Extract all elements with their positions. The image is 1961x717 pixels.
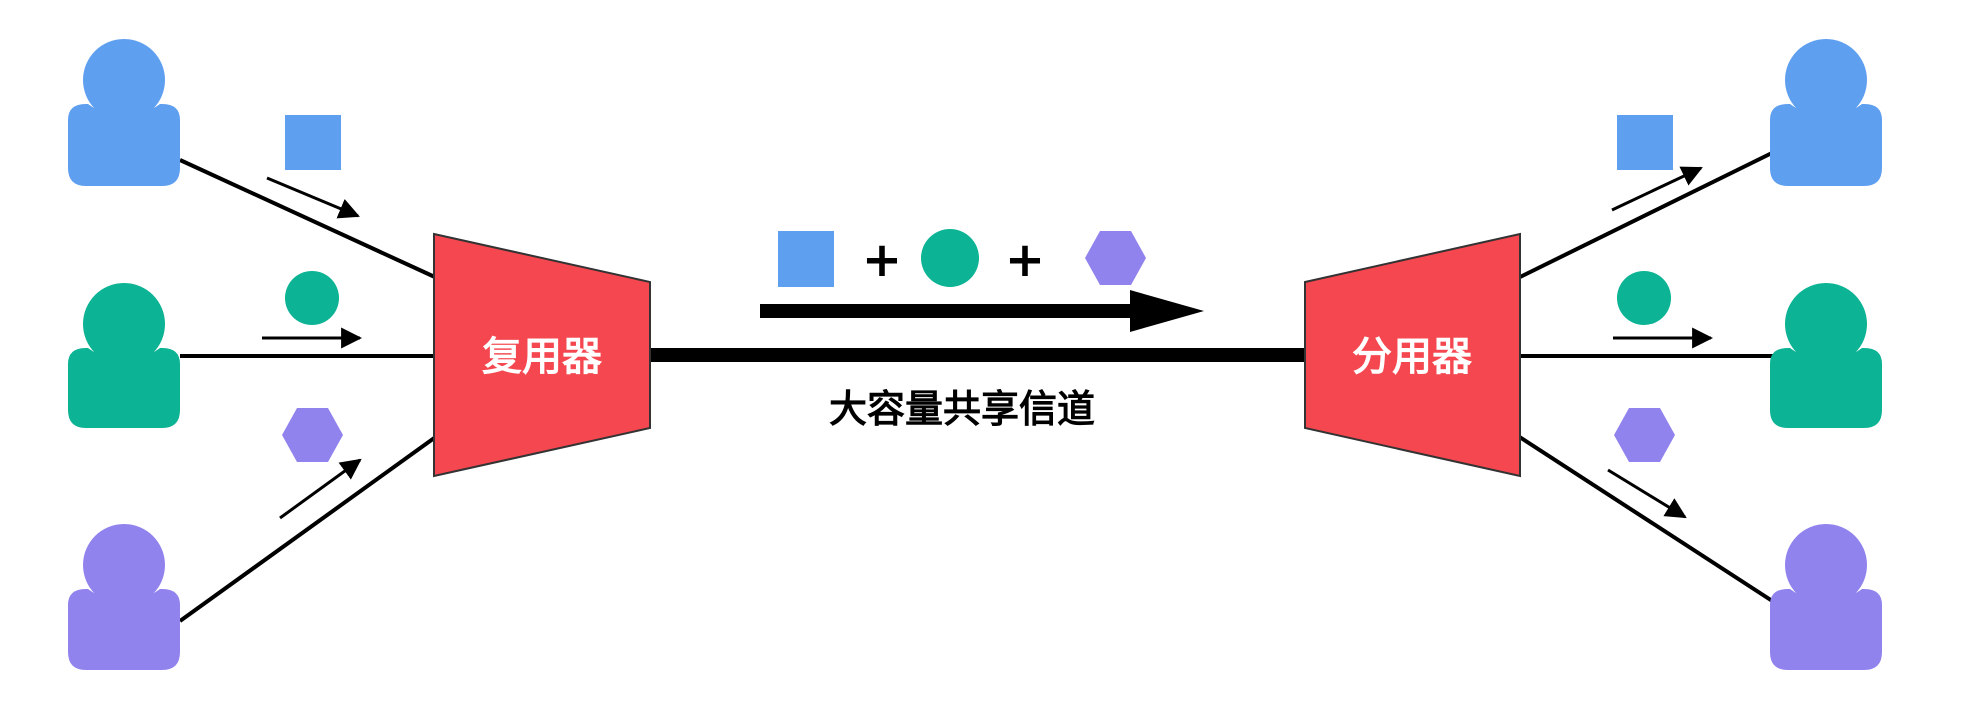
user-icon bbox=[68, 283, 180, 428]
big-arrow-shaft bbox=[760, 304, 1145, 318]
user-icon bbox=[68, 39, 180, 186]
hexagon-signal-icon bbox=[1085, 231, 1146, 285]
right-line-purple bbox=[1516, 434, 1782, 608]
arrow-right-icon bbox=[1611, 166, 1703, 212]
arrow-right-icon bbox=[1607, 468, 1687, 519]
demultiplexer-label: 分用器 bbox=[1352, 334, 1473, 380]
shared-channel-line bbox=[650, 348, 1306, 362]
user-icon bbox=[68, 524, 180, 670]
circle-signal-icon bbox=[921, 229, 979, 287]
square-signal-icon bbox=[1617, 115, 1673, 170]
square-signal-icon bbox=[285, 115, 341, 170]
left-line-blue bbox=[179, 158, 438, 280]
user-icon bbox=[1770, 283, 1882, 428]
circle-signal-icon bbox=[1617, 271, 1671, 325]
left-line-purple bbox=[178, 434, 439, 623]
user-icon bbox=[1770, 524, 1882, 670]
arrow-right-icon bbox=[266, 176, 360, 219]
big-arrow-head bbox=[1130, 290, 1204, 332]
demultiplexer-box bbox=[1304, 232, 1521, 478]
user-icon bbox=[1770, 39, 1882, 186]
multiplexer-label: 复用器 bbox=[482, 334, 603, 380]
plus-sign: + bbox=[1005, 232, 1045, 288]
arrow-right-icon bbox=[279, 458, 362, 520]
plus-sign: + bbox=[862, 232, 902, 288]
multiplexer-box bbox=[433, 232, 651, 478]
hexagon-signal-icon bbox=[282, 408, 343, 462]
hexagon-signal-icon bbox=[1614, 408, 1675, 462]
circle-signal-icon bbox=[285, 271, 339, 325]
right-line-blue bbox=[1517, 148, 1779, 280]
square-signal-icon bbox=[778, 231, 834, 287]
channel-label: 大容量共享信道 bbox=[829, 387, 1095, 431]
